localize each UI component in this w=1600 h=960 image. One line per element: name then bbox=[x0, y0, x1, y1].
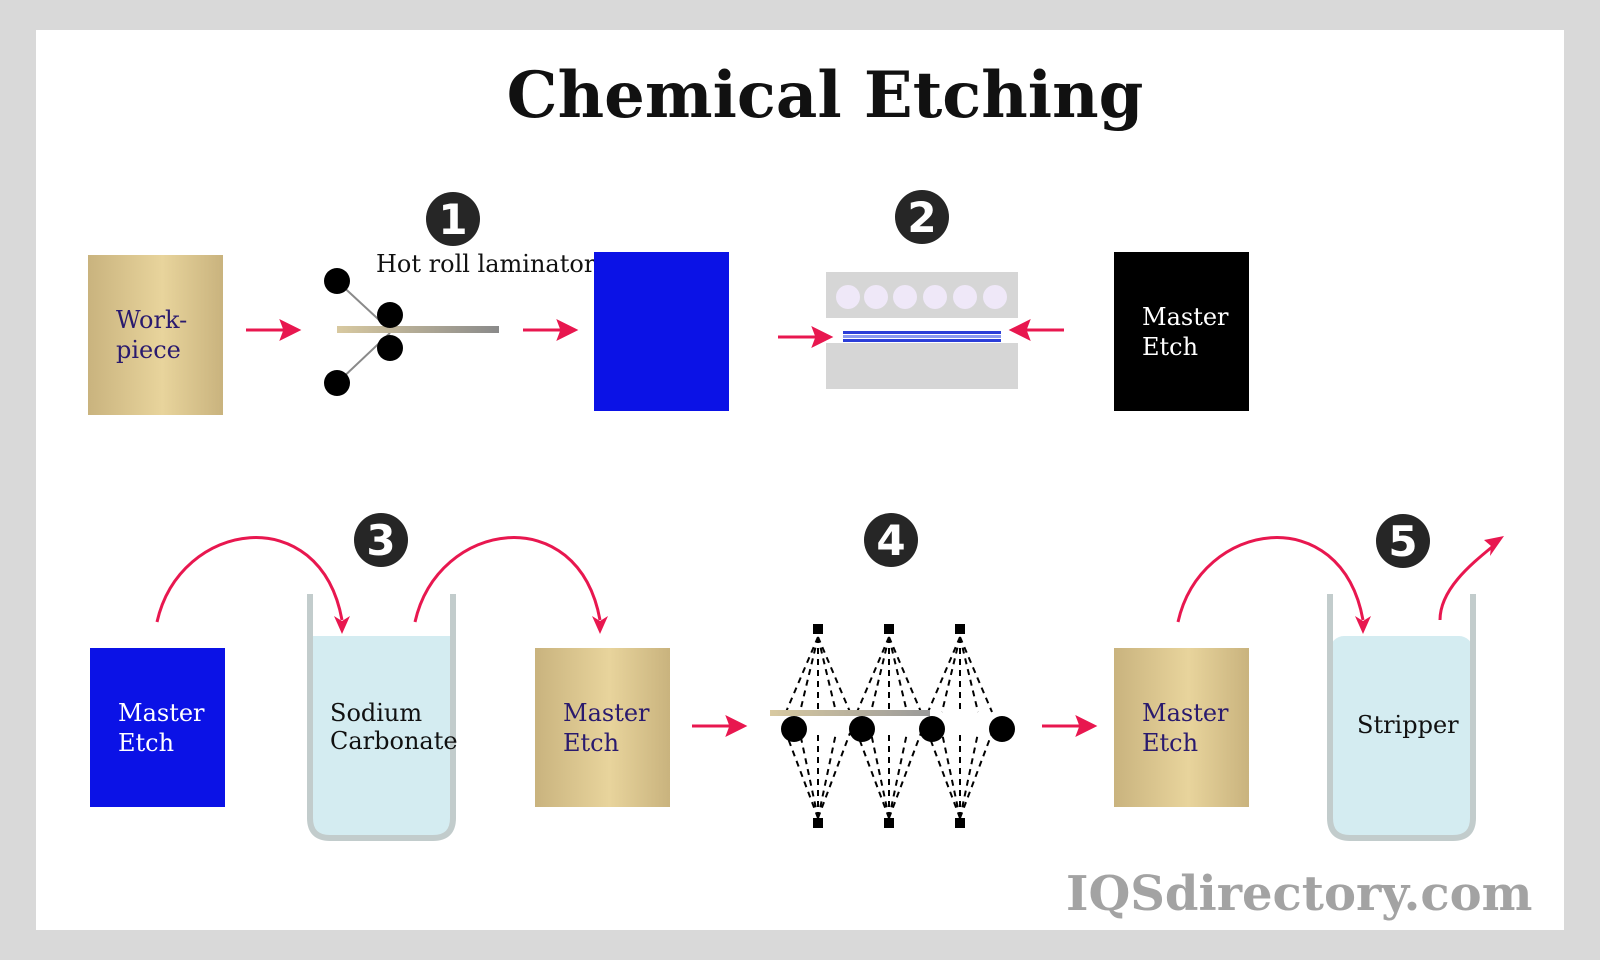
diagram-frame bbox=[36, 30, 1564, 930]
laminator-roll-top-outer bbox=[324, 268, 350, 294]
conveyor-rollers bbox=[781, 716, 1015, 742]
master-etch-blue-block: Master Etch bbox=[90, 648, 225, 807]
master-etch-gold-block-1: Master Etch bbox=[535, 648, 670, 807]
exposure-unit-graphic bbox=[826, 272, 1018, 389]
master-etch-exposed-label: Master Etch bbox=[1142, 302, 1229, 361]
etching-spray-unit bbox=[785, 636, 993, 819]
laminator-roll-top-inner bbox=[377, 302, 403, 328]
iqsdirectory-watermark: IQSdirectory.com bbox=[1066, 866, 1533, 922]
step-badge-4: 4 bbox=[864, 513, 918, 567]
step-badge-5: 5 bbox=[1376, 514, 1430, 568]
master-etch-exposed-block: Master Etch bbox=[1114, 252, 1249, 411]
process-arrows bbox=[246, 318, 1098, 738]
diagram-title: Chemical Etching bbox=[506, 58, 1144, 133]
step-badge-2: 2 bbox=[895, 190, 949, 244]
laminated-panel bbox=[594, 252, 729, 411]
master-etch-blue-label: Master Etch bbox=[118, 698, 205, 757]
stripper-beaker bbox=[1327, 594, 1476, 841]
master-etch-gold-label-2: Master Etch bbox=[1142, 698, 1229, 757]
laminator-roll-bottom-outer bbox=[324, 370, 350, 396]
hot-roll-laminator-label: Hot roll laminator bbox=[376, 250, 596, 278]
hot-roll-laminator-graphic bbox=[324, 268, 499, 396]
transfer-arrows bbox=[155, 536, 1493, 623]
step-badge-3: 3 bbox=[354, 513, 408, 567]
master-etch-gold-block-2: Master Etch bbox=[1114, 648, 1249, 807]
laminator-roll-bottom-inner bbox=[377, 335, 403, 361]
master-etch-gold-label-1: Master Etch bbox=[563, 698, 650, 757]
transfer-arrowheads bbox=[334, 536, 1504, 634]
workpiece-block: Work- piece bbox=[88, 255, 223, 415]
workpiece-label: Work- piece bbox=[116, 306, 188, 364]
step-badge-1: 1 bbox=[426, 192, 480, 246]
sodium-carbonate-label: Sodium Carbonate bbox=[330, 699, 458, 755]
stripper-label: Stripper bbox=[1357, 711, 1459, 739]
spray-nozzles bbox=[813, 624, 965, 828]
etching-conveyor-plate bbox=[770, 710, 930, 716]
sodium-carbonate-beaker bbox=[307, 594, 456, 841]
